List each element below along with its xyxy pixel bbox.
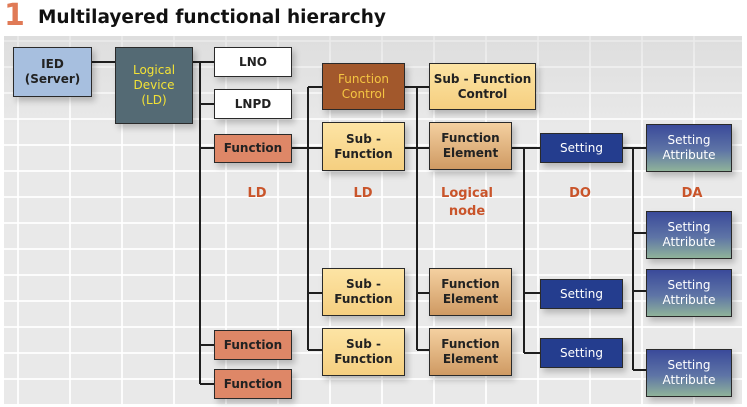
node-sub-function: Sub - Function [322, 328, 405, 376]
node-lnpd: LNPD [214, 89, 292, 119]
node-lno: LNO [214, 47, 292, 77]
node-function: Function [214, 330, 292, 360]
node-setting: Setting [540, 133, 623, 163]
column-label-ld-subfunction: LD [353, 186, 373, 201]
node-function-element: Function Element [429, 268, 512, 316]
column-label-do: DO [569, 186, 591, 201]
node-ied-server: IED (Server) [13, 47, 92, 97]
node-sub-function: Sub - Function [322, 122, 405, 171]
node-sub-function-control: Sub - Function Control [429, 63, 536, 110]
node-function: Function [214, 369, 292, 399]
node-logical-device: Logical Device (LD) [115, 47, 193, 124]
node-sub-function: Sub - Function [322, 268, 405, 316]
node-function-control: Function Control [322, 63, 405, 110]
column-label-da: DA [681, 186, 703, 201]
node-function-element: Function Element [429, 122, 512, 170]
node-setting-attribute: Setting Attribute [646, 211, 732, 259]
node-setting-attribute: Setting Attribute [646, 124, 732, 172]
node-setting-attribute: Setting Attribute [646, 349, 732, 397]
node-function: Function [214, 134, 292, 163]
node-setting-attribute: Setting Attribute [646, 269, 732, 317]
figure-title: Multilayered functional hierarchy [38, 7, 386, 28]
node-setting: Setting [540, 279, 623, 309]
column-label-logical-node: Logical node [441, 186, 493, 219]
figure-number: 1 [4, 0, 25, 33]
node-function-element: Function Element [429, 328, 512, 376]
node-setting: Setting [540, 338, 623, 368]
column-label-ld-function: LD [247, 186, 267, 201]
